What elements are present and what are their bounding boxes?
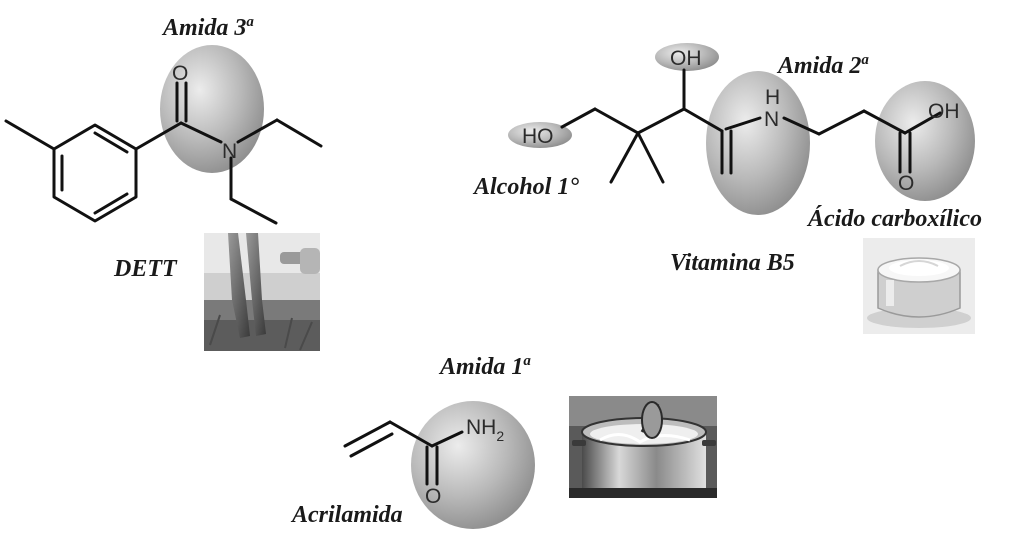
- acid-hydroxyl: OH: [928, 100, 960, 123]
- carboxylic-acid-highlight: [875, 81, 975, 201]
- amide-1-highlight: [411, 401, 535, 529]
- secondary-oh-highlight: [655, 43, 719, 71]
- dett-group-label: Amida 3a: [161, 14, 254, 41]
- amide-nitrogen: N: [764, 108, 779, 131]
- secondary-hydroxyl: OH: [670, 47, 702, 70]
- carboxylic-acid-label: Ácido carboxílico: [806, 206, 982, 232]
- dett-molecule: O N: [4, 45, 323, 225]
- dett-nitrogen: N: [222, 140, 237, 163]
- acid-carbonyl-oxygen: O: [898, 172, 914, 195]
- boiling-pot-photo: [569, 396, 717, 498]
- primary-hydroxyl: HO: [522, 125, 554, 148]
- amide-nh-hydrogen: H: [765, 86, 780, 109]
- dett-oxygen: O: [172, 62, 188, 85]
- acrylamide-name: Acrilamida: [290, 502, 403, 528]
- alcohol-1-highlight: [508, 122, 572, 148]
- acrylamide-oxygen: O: [425, 485, 441, 508]
- vitamin-b5-molecule: HO OH H N O OH: [508, 43, 975, 215]
- amide-2-label: Amida 2a: [776, 52, 869, 79]
- dett-name: DETT: [113, 256, 178, 282]
- acrylamide-molecule: NH2 O: [343, 401, 535, 529]
- amide-2-highlight: [706, 71, 810, 215]
- alcohol-1-label: Alcohol 1°: [472, 174, 579, 200]
- dett-bonds: [4, 81, 323, 225]
- vitamin-b5-name: Vitamina B5: [670, 250, 795, 276]
- amide-1-label: Amida 1a: [438, 353, 531, 380]
- acrylamide-bonds: [343, 420, 464, 486]
- cosmetic-cream-jar-photo: [863, 238, 975, 334]
- vitamin-b5-bonds: [560, 68, 942, 184]
- insect-repellent-spray-photo: [204, 233, 320, 351]
- acrylamide-amine: NH2: [466, 416, 504, 444]
